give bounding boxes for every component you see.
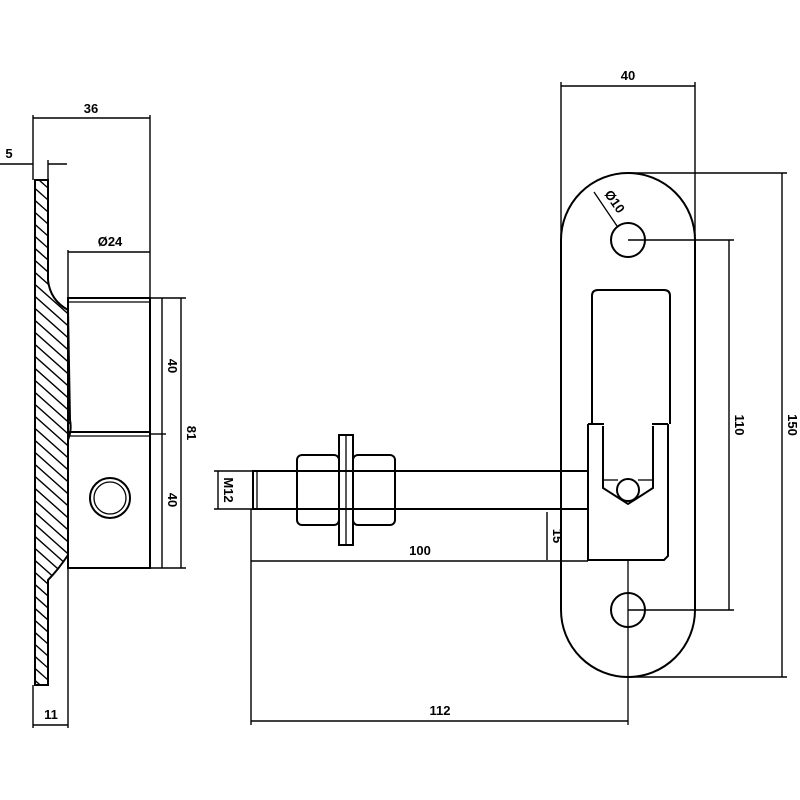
nut-left — [296, 454, 340, 526]
dim-hole-spacing: 110 — [732, 415, 747, 436]
tube-hole-inner — [93, 481, 127, 515]
hatch-line — [35, 195, 71, 237]
dim-plate-thickness: 5 — [5, 146, 12, 161]
dim-offset: 11 — [44, 707, 58, 722]
dim-tube-diameter: Ø24 — [98, 234, 123, 249]
dim-plate-length: 150 — [785, 414, 800, 436]
dim-upper-length: 40 — [165, 359, 180, 373]
slot-pin — [616, 478, 640, 502]
front-view: 40 Ø10 110 150 M12 100 15 112 — [214, 68, 800, 725]
side-view: 36 5 Ø24 40 40 81 11 — [0, 101, 199, 728]
dim-overall-width: 36 — [84, 101, 98, 116]
hatch-line — [35, 675, 71, 685]
slot-bracket — [587, 424, 669, 561]
slot-upper — [591, 289, 671, 424]
dim-overall-reach: 112 — [430, 703, 451, 718]
hatch-line — [35, 207, 71, 249]
hatch-line — [35, 180, 71, 213]
tube-hole-outer — [89, 477, 131, 519]
hole-leader — [593, 191, 618, 227]
hatch-line — [35, 183, 71, 225]
dim-hole-diameter: Ø10 — [602, 187, 628, 216]
bolt-rod — [252, 470, 589, 510]
slot-channel — [602, 426, 654, 506]
dim-bolt-length: 100 — [409, 543, 431, 558]
dim-plate-width: 40 — [621, 68, 635, 83]
dim-lower-length: 40 — [165, 493, 180, 507]
dim-bolt-offset: 15 — [550, 529, 565, 543]
dim-thread: M12 — [221, 477, 236, 502]
nut-right — [352, 454, 396, 526]
dim-total-length: 81 — [184, 426, 199, 440]
